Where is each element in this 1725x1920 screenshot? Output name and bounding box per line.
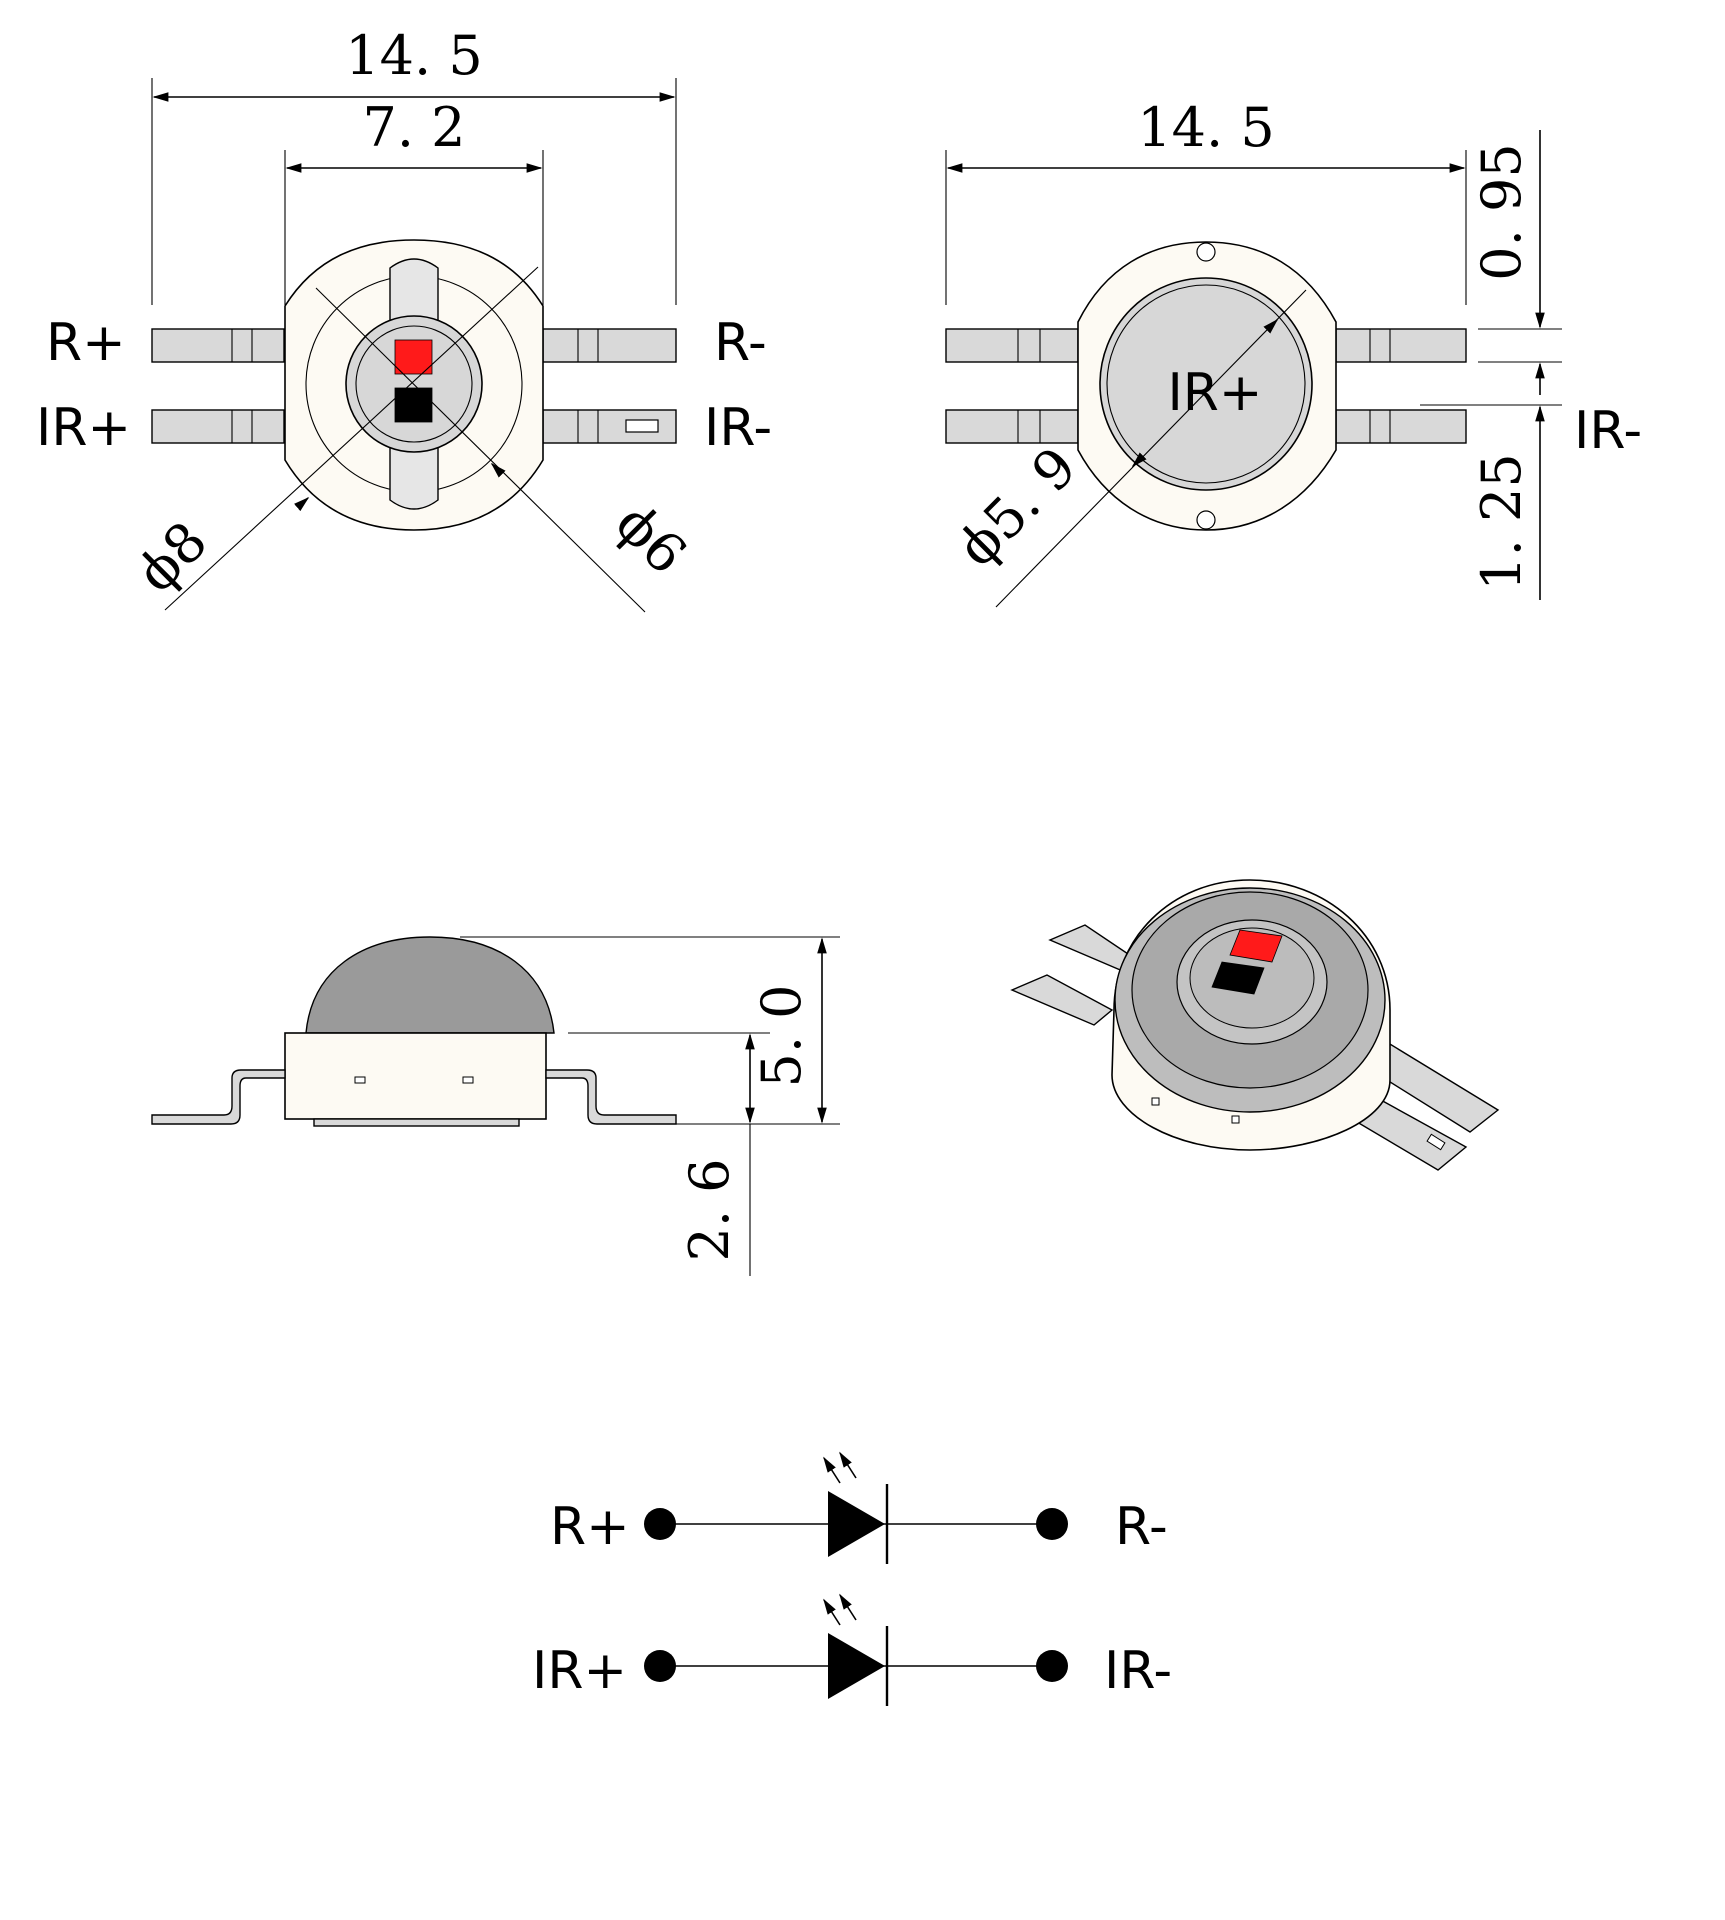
top-pin-ir-plus: IR+ — [36, 398, 131, 458]
bottom-thermal-pad — [1099, 277, 1313, 491]
outer-diameter-leader — [164, 266, 539, 611]
outer-diameter-label: ϕ8 — [124, 509, 219, 604]
side-height-label: 5. 0 — [750, 984, 813, 1087]
terminal-ir-minus — [1036, 1650, 1068, 1682]
schematic-r-minus: R- — [1115, 1497, 1168, 1557]
top-view: 14. 5 7. 2 — [36, 24, 772, 613]
bottom-diameter-label: ϕ5. 9 — [945, 435, 1088, 578]
red-chip — [394, 339, 433, 375]
top-pin-r-minus: R- — [714, 313, 767, 373]
inner-diameter-label: ϕ6 — [604, 491, 699, 586]
side-body — [284, 1032, 547, 1120]
top-leads — [151, 328, 677, 444]
schematic-ir-plus: IR+ — [532, 1641, 627, 1701]
terminal-r-plus — [644, 1508, 676, 1540]
bottom-view: 14. 5 IR+ ϕ5. 9 0. 95 1. 25 IR- — [945, 96, 1642, 608]
bottom-gap-label: 0. 95 — [1470, 143, 1533, 280]
top-width-label: 14. 5 — [345, 24, 482, 87]
iso-red-chip — [1229, 929, 1283, 963]
isometric-view — [1010, 879, 1500, 1171]
top-pin-ir-minus: IR- — [704, 398, 772, 458]
inner-diameter-leader — [315, 287, 646, 613]
schematic-r-plus: R+ — [550, 1497, 630, 1557]
bottom-diameter-leader — [995, 289, 1307, 608]
side-view: 5. 0 2. 6 — [151, 936, 840, 1276]
side-dome — [305, 936, 555, 1034]
side-base-label: 2. 6 — [678, 1158, 741, 1261]
terminal-ir-plus — [644, 1650, 676, 1682]
bottom-pad-label: IR+ — [1167, 363, 1262, 423]
schematic: R+ R- IR+ IR- — [532, 1451, 1172, 1706]
bottom-lead-label: 1. 25 — [1470, 453, 1533, 590]
bottom-pin-ir-minus: IR- — [1574, 401, 1642, 461]
bottom-width-label: 14. 5 — [1137, 96, 1274, 159]
top-inner-width-label: 7. 2 — [362, 96, 465, 159]
schematic-ir-minus: IR- — [1104, 1641, 1172, 1701]
diode-ir-icon — [828, 1633, 885, 1699]
terminal-r-minus — [1036, 1508, 1068, 1540]
top-pin-r-plus: R+ — [46, 313, 126, 373]
ir-chip — [394, 387, 433, 423]
iso-ir-chip — [1211, 961, 1265, 995]
diode-r-icon — [828, 1491, 885, 1557]
